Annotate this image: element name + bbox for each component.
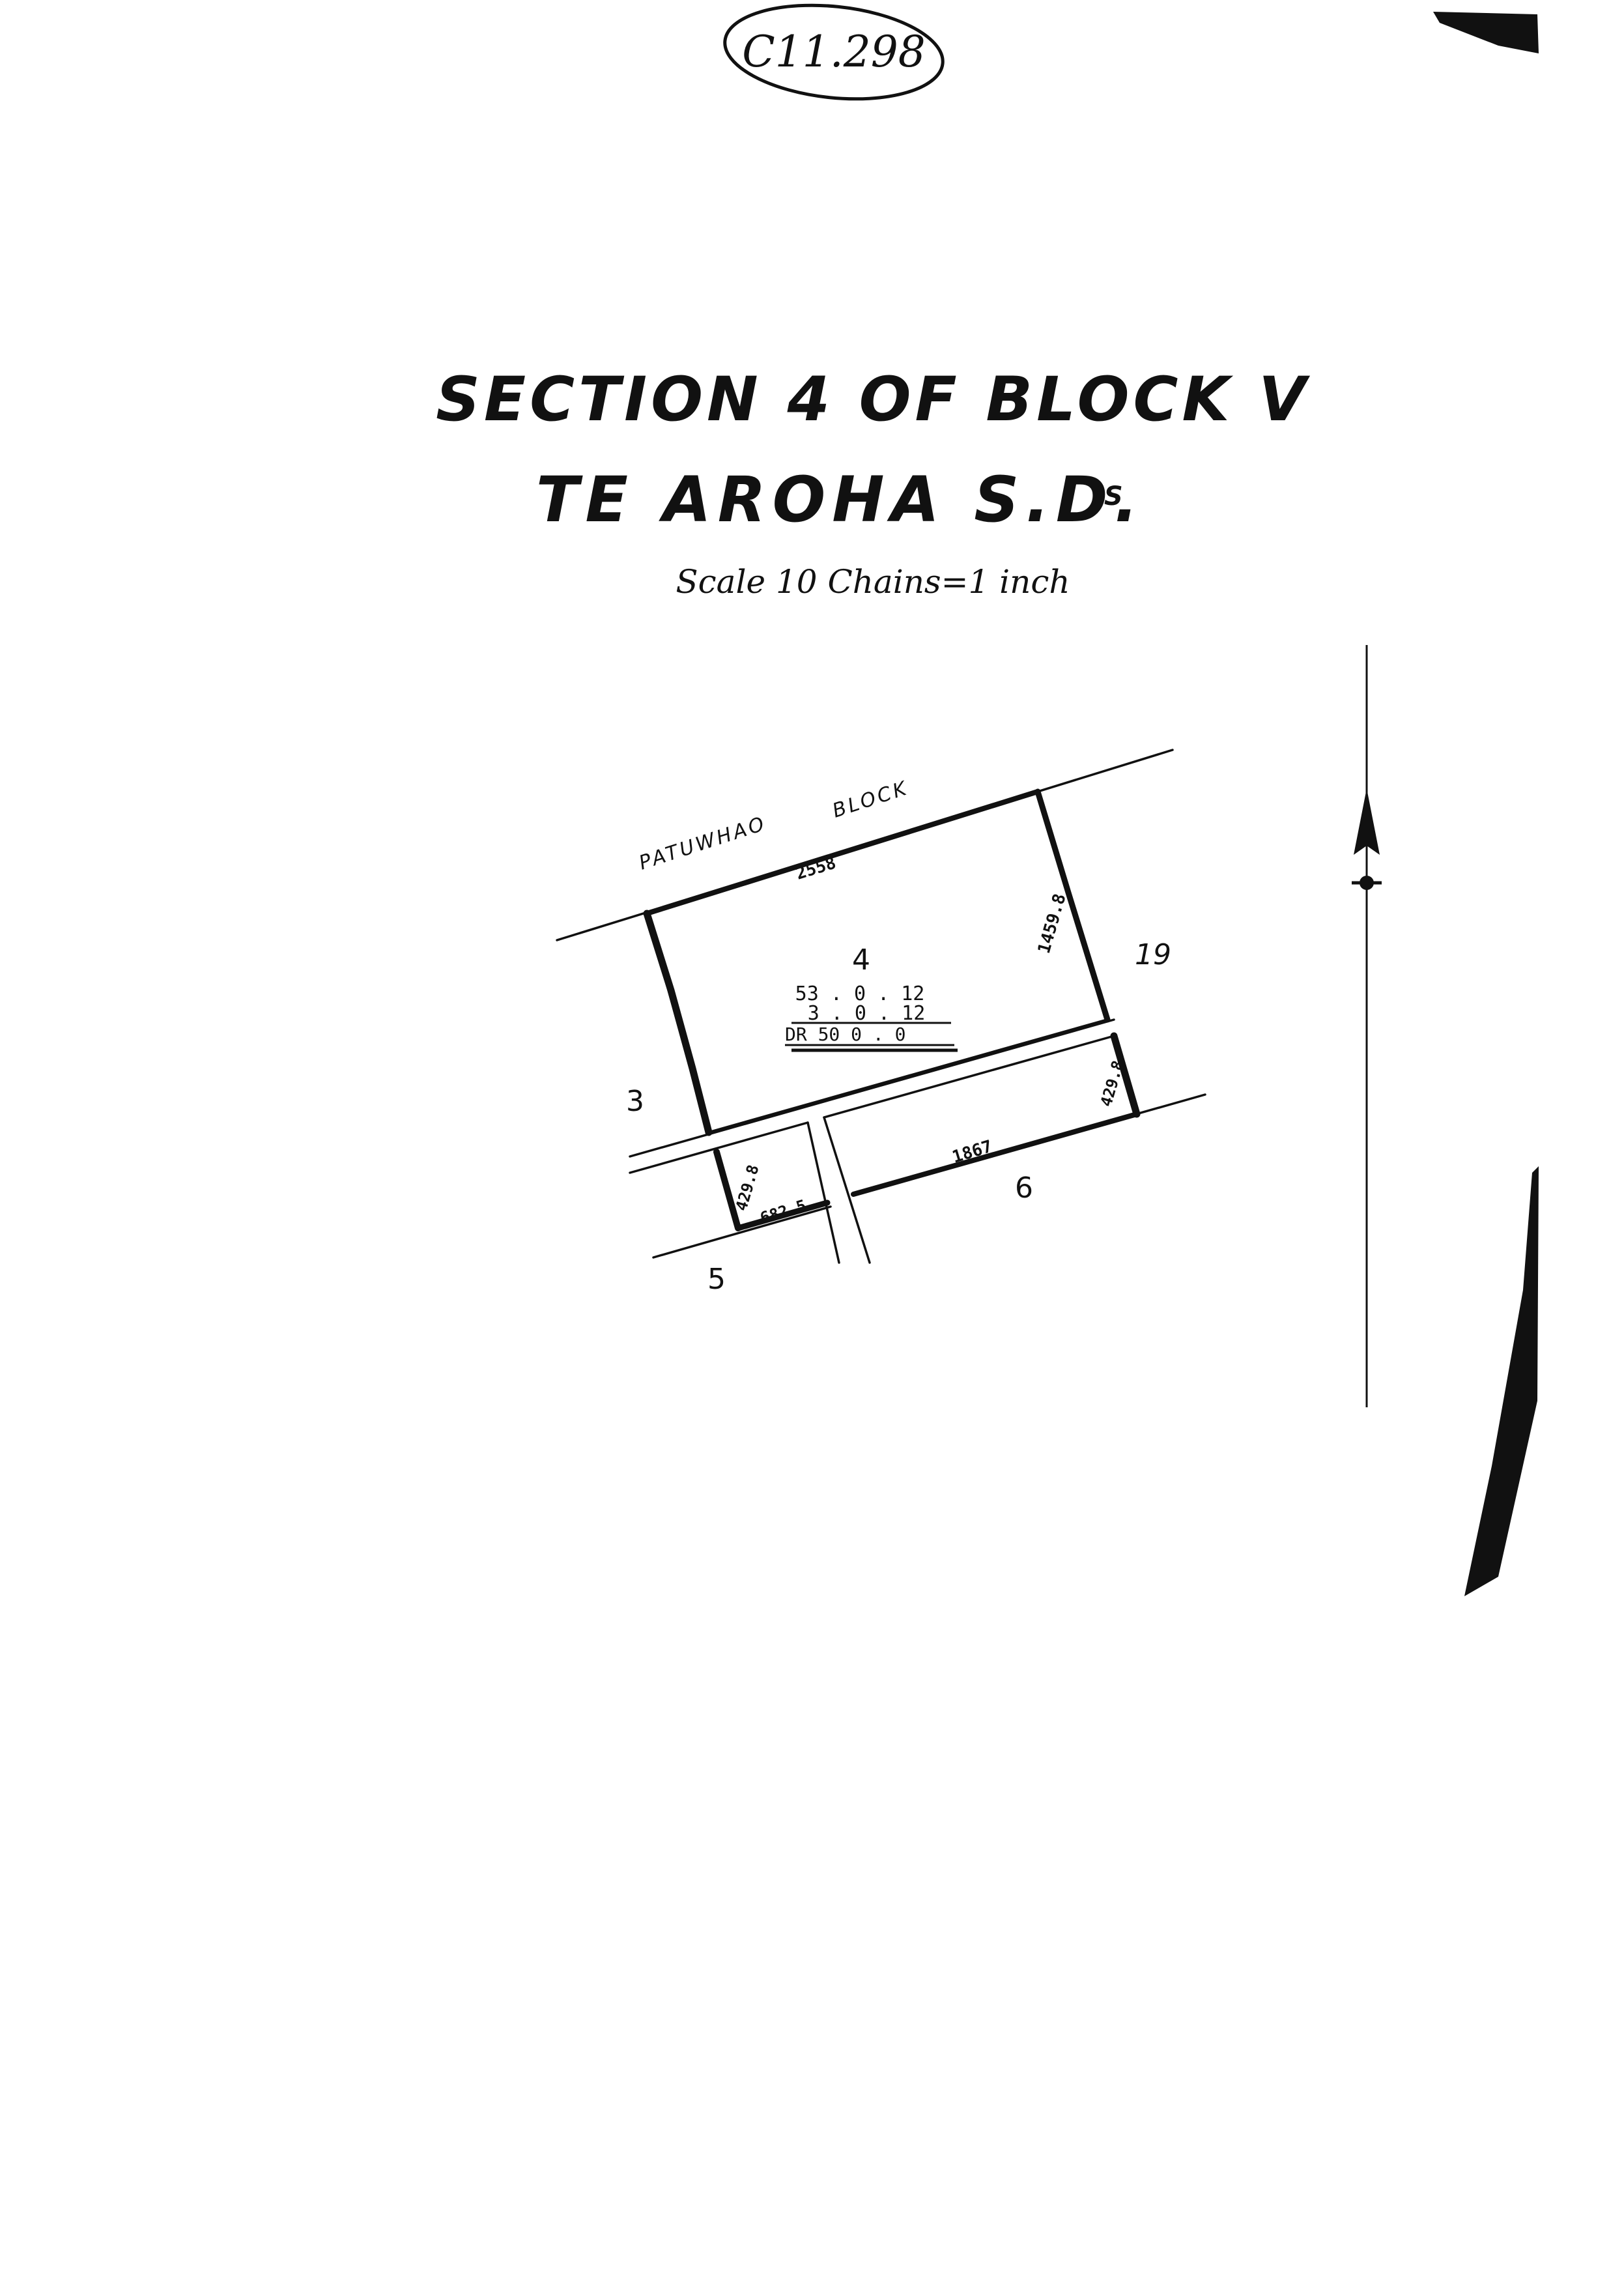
north-boundary-length: 2558: [793, 854, 838, 884]
section-6-frontage: [851, 1112, 1139, 1197]
scan-mark-top-right: [1433, 12, 1539, 53]
scale-note: Scale 10 Chains=1 inch: [676, 563, 1070, 601]
section-4-north-boundary: [644, 789, 1040, 916]
section-5-frontage: [735, 1199, 831, 1231]
section-6-east-length: 429.8: [1097, 1058, 1128, 1108]
reference-number: C11.298: [742, 27, 925, 77]
section-4-area-net: DR 50 0 . 0: [785, 1024, 905, 1045]
section-3-label: 3: [626, 1085, 644, 1118]
patuwhao-label: PATUWHAO: [636, 812, 769, 874]
section-4-number: 4: [852, 943, 870, 977]
section-6-label: 6: [1015, 1171, 1033, 1205]
side-road-east-edge: [823, 1116, 871, 1264]
section-4-area-total: 53 . 0 . 12: [795, 983, 925, 1005]
section-6-east-boundary: [1110, 1032, 1141, 1118]
road-north-edge-east: [823, 1035, 1115, 1119]
section-5-east-length: 429.8: [732, 1162, 763, 1212]
section-5-east-boundary: [713, 1149, 741, 1231]
section-4-details: 4 53 . 0 . 12 3 . 0 . 12 DR 50 0 . 0: [785, 943, 958, 1052]
title-section-block: SECTION 4 OF BLOCK V: [436, 364, 1310, 435]
side-road-west-edge: [806, 1121, 840, 1264]
scan-edge-marks: [1433, 12, 1539, 1596]
road-north-edge-west: [629, 1121, 809, 1174]
north-arrow-head: [1354, 788, 1380, 855]
neighbour-sections: 19 3 5 6: [626, 938, 1171, 1296]
plan-title: SECTION 4 OF BLOCK V TE AROHA S.D. IS Sc…: [436, 364, 1310, 601]
title-survey-district: TE AROHA S.D.: [536, 463, 1145, 536]
section-5-frontage-length: 682.5: [758, 1196, 808, 1227]
block-label: BLOCK: [830, 777, 912, 823]
parcel-linework: [556, 749, 1206, 1264]
scan-mark-right-edge: [1464, 1166, 1539, 1596]
north-arrow-icon: [1352, 645, 1382, 1407]
section-4-area-deduction: 3 . 0 . 12: [808, 1002, 926, 1025]
road-north-edge: [629, 1018, 1115, 1158]
east-boundary-length: 1459.8: [1034, 891, 1070, 956]
section-4-east-boundary: [1034, 788, 1111, 1023]
adjoining-block-label: PATUWHAO BLOCK: [636, 777, 912, 875]
section-5-label: 5: [707, 1263, 726, 1296]
section-4-west-boundary: [643, 910, 713, 1136]
reference-oval: [723, 3, 945, 101]
section-19-label: 19: [1135, 938, 1171, 971]
title-survey-district-suffix: IS: [1094, 481, 1123, 511]
reference-stamp: C11.298: [723, 3, 945, 101]
section-5-south-line: [652, 1205, 832, 1259]
